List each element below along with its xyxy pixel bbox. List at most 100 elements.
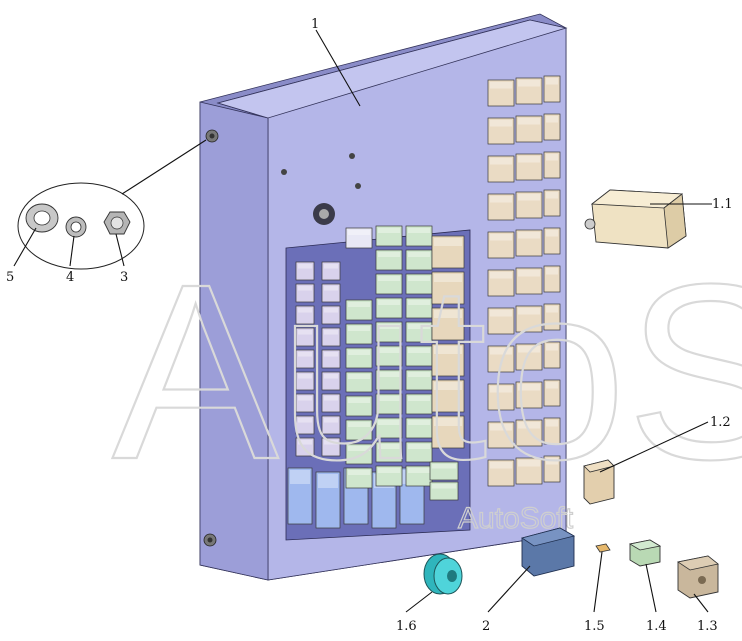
fuse-block bbox=[431, 379, 465, 413]
fuse-holder bbox=[487, 345, 515, 373]
fuse-holder bbox=[487, 459, 515, 487]
callout-5: 5 bbox=[6, 270, 14, 285]
connector-block bbox=[315, 471, 341, 529]
fuse-holder bbox=[515, 191, 543, 219]
fuse-holder bbox=[543, 455, 561, 483]
fuse-holder bbox=[515, 343, 543, 371]
fuse-holder bbox=[543, 379, 561, 407]
fuse-holder bbox=[543, 227, 561, 255]
fuse-holder bbox=[543, 417, 561, 445]
terminal-strip bbox=[295, 327, 315, 347]
fuse-block bbox=[431, 271, 465, 305]
buzzer bbox=[405, 553, 463, 613]
terminal-strip bbox=[321, 393, 341, 413]
relay-module bbox=[375, 297, 403, 319]
relay-module bbox=[375, 417, 403, 439]
callout-1-2: 1.2 bbox=[710, 415, 731, 430]
fuse-holder bbox=[543, 189, 561, 217]
relay-module bbox=[375, 369, 403, 391]
fuse-holder bbox=[543, 341, 561, 369]
fuse-block bbox=[431, 235, 465, 269]
relay-module bbox=[405, 441, 433, 463]
fuse-holder bbox=[515, 115, 543, 143]
terminal-strip bbox=[321, 437, 341, 457]
terminal-strip bbox=[321, 283, 341, 303]
terminal-strip bbox=[295, 283, 315, 303]
fuse-holder bbox=[487, 307, 515, 335]
relay-module bbox=[345, 467, 373, 489]
relay-box bbox=[584, 189, 712, 249]
relay-module bbox=[345, 227, 373, 249]
fuse-holder bbox=[515, 419, 543, 447]
relay-module bbox=[345, 371, 373, 393]
micro-relay bbox=[628, 539, 662, 613]
fuse-column bbox=[431, 235, 465, 449]
fuse-holder bbox=[543, 303, 561, 331]
panel-bolt-top bbox=[205, 129, 219, 143]
callout-1-6: 1.6 bbox=[396, 619, 417, 634]
blade-fuse bbox=[593, 543, 611, 613]
flasher-relay bbox=[676, 555, 719, 613]
fuse-holder bbox=[515, 77, 543, 105]
callout-1-5: 1.5 bbox=[584, 619, 605, 634]
terminal-strip bbox=[321, 415, 341, 435]
mini-relay bbox=[583, 421, 709, 505]
relay-module bbox=[429, 461, 459, 481]
relay-module bbox=[345, 419, 373, 441]
relay-module bbox=[375, 273, 403, 295]
fuse-holder bbox=[487, 421, 515, 449]
relay-module bbox=[375, 345, 403, 367]
fuse-holder bbox=[515, 381, 543, 409]
relay-module bbox=[375, 249, 403, 271]
terminal-strip bbox=[321, 371, 341, 391]
hex-nut bbox=[103, 211, 131, 235]
leader-1 bbox=[315, 29, 361, 107]
callout-3: 3 bbox=[120, 270, 128, 285]
washer-spring bbox=[65, 216, 87, 238]
callout-2: 2 bbox=[482, 619, 490, 634]
callout-1-1: 1.1 bbox=[712, 197, 733, 212]
fuse-holder bbox=[487, 193, 515, 221]
relay-module bbox=[345, 299, 373, 321]
relay-module bbox=[375, 393, 403, 415]
fuse-holder bbox=[543, 265, 561, 293]
relay-module bbox=[345, 347, 373, 369]
relay-module bbox=[345, 323, 373, 345]
fuse-holder bbox=[487, 269, 515, 297]
terminal-strip bbox=[321, 261, 341, 281]
fuse-holder bbox=[515, 229, 543, 257]
relay-grid bbox=[345, 225, 459, 501]
callout-1: 1 bbox=[311, 17, 319, 32]
terminal-strip bbox=[295, 415, 315, 435]
relay-module bbox=[345, 395, 373, 417]
fuse-holder bbox=[487, 155, 515, 183]
fuse-holder bbox=[515, 457, 543, 485]
relay-module bbox=[375, 225, 403, 247]
terminal-strip bbox=[321, 305, 341, 325]
terminal-strip bbox=[321, 349, 341, 369]
fuse-holder bbox=[515, 153, 543, 181]
fuse-holder bbox=[543, 75, 561, 103]
watermark-large: AutoSoft bbox=[112, 232, 742, 511]
fuse-holder-column bbox=[487, 75, 561, 487]
fuse-holder bbox=[515, 305, 543, 333]
relay-module bbox=[375, 441, 403, 463]
fuse-holder bbox=[543, 113, 561, 141]
fuse-holder bbox=[487, 117, 515, 145]
terminal-strip bbox=[295, 305, 315, 325]
terminal-strip bbox=[295, 437, 315, 457]
relay-module bbox=[345, 443, 373, 465]
callout-1-3: 1.3 bbox=[697, 619, 718, 634]
relay-module bbox=[375, 321, 403, 343]
fuse-block bbox=[431, 343, 465, 377]
panel-bolt-bottom bbox=[203, 533, 217, 547]
terminal-strip bbox=[295, 393, 315, 413]
callout-1-4: 1.4 bbox=[646, 619, 667, 634]
fuse-holder bbox=[487, 79, 515, 107]
fuse-block bbox=[431, 415, 465, 449]
terminal-strip bbox=[321, 327, 341, 347]
terminal-strip bbox=[295, 261, 315, 281]
connector-block bbox=[287, 467, 313, 525]
fuse-holder bbox=[487, 231, 515, 259]
